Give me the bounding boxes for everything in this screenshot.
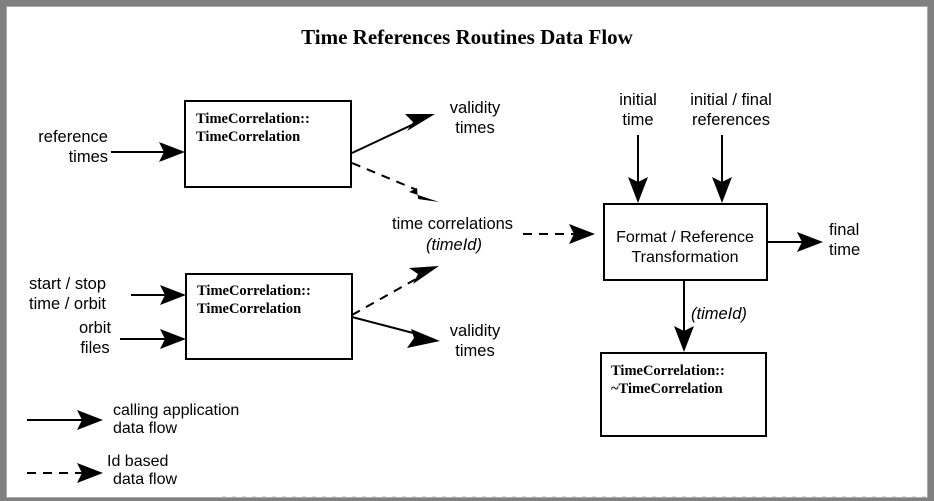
arrow-final-time-head: [797, 232, 823, 252]
arrow-orbit-files-head: [160, 329, 186, 349]
box-time-correlation-dtor-line1: TimeCorrelation::: [611, 363, 725, 379]
label-time-correlations: time correlations: [392, 215, 513, 233]
label-reference-times-line1: reference: [38, 128, 108, 146]
arrow-initial-final-references-head: [712, 177, 732, 203]
arrow-time-correlations-from-box1-head: [409, 188, 439, 202]
label-orbit-files-line1: orbit: [79, 319, 112, 337]
arrow-validity-times-top-line: [351, 122, 417, 154]
legend-dashed-label-line2: data flow: [113, 471, 177, 488]
box-time-correlation-dtor-line2: ~TimeCorrelation: [611, 381, 723, 397]
label-final-time-line2: time: [829, 241, 860, 259]
box-format-reference-transformation-line2: Transformation: [632, 249, 739, 266]
arrow-time-correlations-from-box1-line: [351, 162, 418, 191]
legend-dashed-arrow-head: [77, 463, 103, 483]
label-validity-times-top-line2: times: [455, 119, 494, 137]
box-time-correlation-ctor-1-line1: TimeCorrelation::: [196, 111, 310, 127]
arrow-validity-times-top-head: [405, 114, 435, 131]
label-initial-final-references-line1: initial / final: [690, 91, 772, 109]
label-reference-times-line2: times: [69, 148, 108, 166]
arrow-validity-times-bottom-line: [351, 316, 418, 335]
box-time-correlation-ctor-1-line2: TimeCorrelation: [196, 129, 300, 145]
box-time-correlation-ctor-2-line1: TimeCorrelation::: [197, 283, 311, 299]
box-time-correlation-ctor-2-line2: TimeCorrelation: [197, 301, 301, 317]
data-flow-diagram: Time References Routines Data Flow TimeC…: [27, 25, 927, 497]
legend-solid-label-line2: data flow: [113, 420, 177, 437]
legend-dashed-label-line1: Id based: [107, 453, 168, 470]
arrow-start-stop-head: [160, 285, 186, 305]
arrow-format-to-dtor-head: [674, 326, 694, 352]
label-validity-times-bottom-line1: validity: [450, 322, 501, 340]
label-start-stop-line2: time / orbit: [29, 295, 106, 313]
legend-solid-label-line1: calling application: [113, 402, 239, 419]
arrow-initial-time-head: [628, 177, 648, 203]
label-timeid-dtor: (timeId): [691, 305, 747, 323]
diagram-canvas: Time References Routines Data Flow TimeC…: [6, 6, 928, 498]
label-initial-final-references-line2: references: [692, 111, 770, 129]
arrow-reference-times-head: [159, 142, 185, 162]
label-orbit-files-line2: files: [80, 339, 109, 357]
label-initial-time-line1: initial: [619, 91, 657, 109]
arrow-time-correlations-from-box2-head: [409, 266, 439, 284]
label-final-time-line1: final: [829, 221, 859, 239]
box-time-correlation-dtor[interactable]: [600, 352, 767, 437]
arrow-validity-times-bottom-head: [407, 329, 440, 348]
box-time-correlation-ctor-1[interactable]: [184, 100, 352, 188]
label-validity-times-top-line1: validity: [450, 99, 501, 117]
arrow-time-correlations-to-format-head: [569, 224, 595, 244]
box-format-reference-transformation-line1: Format / Reference: [616, 229, 754, 246]
box-time-correlation-ctor-2[interactable]: [185, 273, 353, 360]
legend-solid-arrow-head: [77, 410, 103, 430]
label-time-correlations-timeid: (timeId): [426, 236, 482, 254]
page-title: Time References Routines Data Flow: [301, 25, 633, 49]
box-format-reference-transformation[interactable]: [603, 203, 768, 281]
label-start-stop-line1: start / stop: [29, 275, 106, 293]
arrow-time-correlations-from-box2-line: [351, 278, 417, 316]
label-validity-times-bottom-line2: times: [455, 342, 494, 360]
label-initial-time-line2: time: [622, 111, 653, 129]
